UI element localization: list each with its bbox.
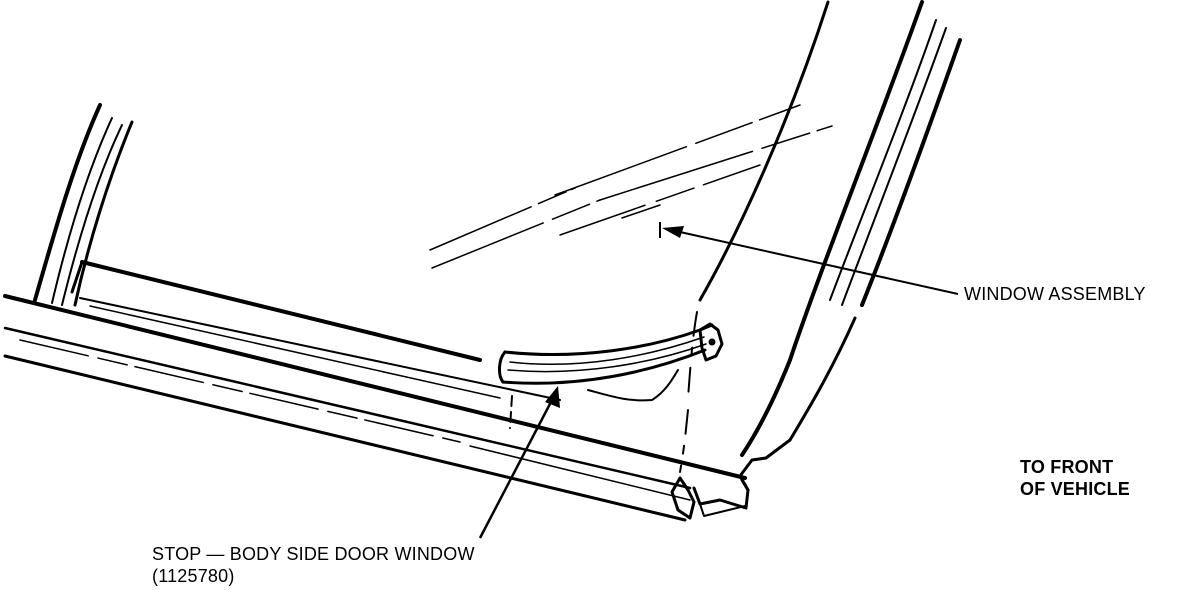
stop-label-line1: STOP — BODY SIDE DOOR WINDOW <box>152 544 475 564</box>
to-front-line2: OF VEHICLE <box>1020 479 1131 499</box>
inner-frame-edge <box>70 260 561 401</box>
to-front-line1: TO FRONT <box>1020 457 1114 477</box>
glass-reflection-lines <box>429 104 833 269</box>
stop-part-number: (1125780) <box>152 566 235 586</box>
window-assembly-leader <box>659 222 959 295</box>
stop-label: STOP — BODY SIDE DOOR WINDOW (1125780) <box>152 543 475 587</box>
stop-leader <box>478 386 560 539</box>
install-path-lines <box>509 395 513 429</box>
sill-rail <box>3 294 747 522</box>
to-front-of-vehicle-label: TO FRONT OF VEHICLE <box>1020 456 1130 500</box>
window-assembly-label: WINDOW ASSEMBLY <box>964 284 1146 304</box>
window-stop-part <box>498 322 724 402</box>
right-frame-post <box>738 0 962 492</box>
left-frame-post <box>33 103 134 307</box>
